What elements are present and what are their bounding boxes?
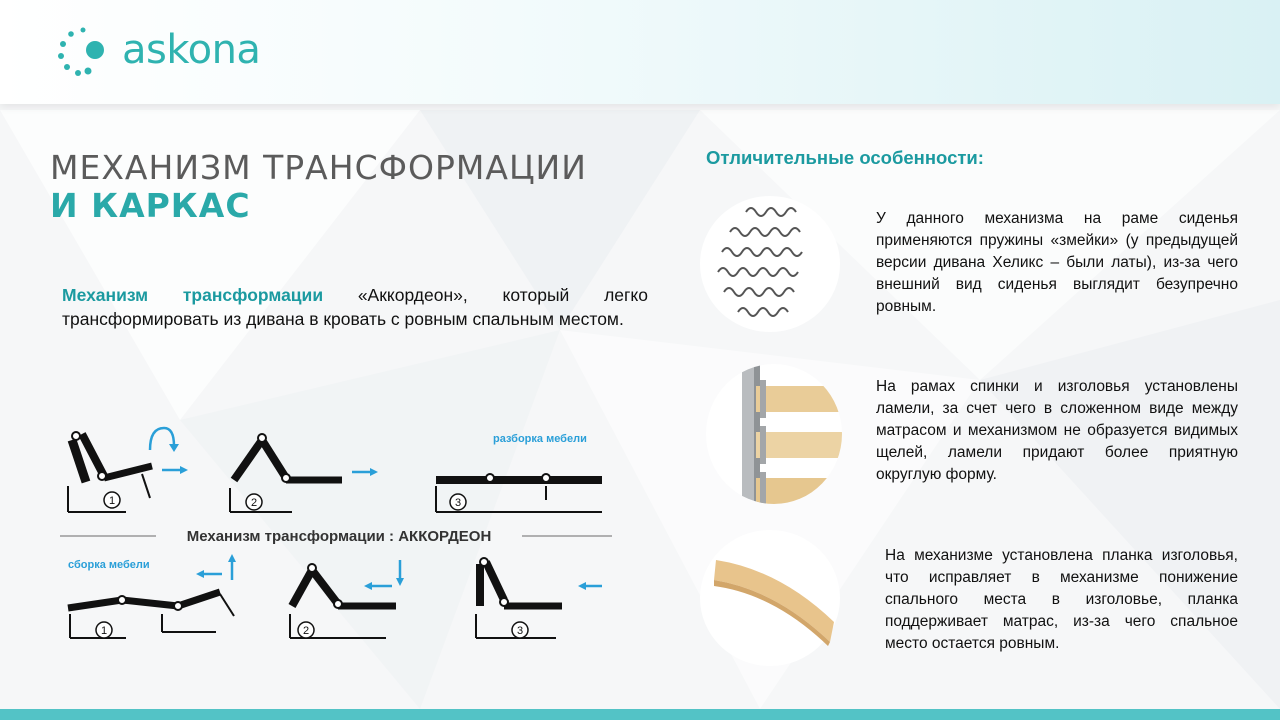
- brand-logo: askona: [56, 26, 296, 78]
- diagram-label-fold: сборка мебели: [68, 559, 150, 571]
- diagram-step-bottom-1: [67, 588, 235, 639]
- diagram-step-bottom-3: [475, 557, 562, 639]
- diagram-step-top-2-num: 2: [251, 497, 257, 509]
- diagram-step-top-3: [435, 473, 602, 513]
- diagram-step-bottom-3-num: 3: [517, 625, 523, 637]
- intro-text: «Аккордеон», который легко трансформиров…: [62, 285, 648, 329]
- feature-text-1: У данного механизма на раме сиденья прим…: [876, 210, 1238, 315]
- diagram-step-top-2: [229, 433, 342, 513]
- footer-bar: [0, 709, 1280, 720]
- features-title: Отличительные особенности:: [706, 147, 984, 168]
- diagram-step-top-1-num: 1: [109, 495, 115, 507]
- logo-dots-icon: [58, 27, 104, 76]
- diagram-step-bottom-2-num: 2: [303, 625, 309, 637]
- diagram-step-top-3-num: 3: [455, 497, 461, 509]
- headboard-plank-icon: [700, 530, 840, 666]
- wooden-slats-icon: [706, 364, 842, 504]
- page-title-line2: И КАРКАС: [50, 186, 251, 225]
- diagram-label-unfold: разборка мебели: [493, 433, 587, 445]
- diagram-title: Механизм трансформации : АККОРДЕОН: [187, 528, 492, 545]
- arrow-up-curve-icon: [148, 426, 176, 451]
- feature-text-3: На механизме установлена планка изголовь…: [885, 547, 1238, 652]
- arrow-head-icon: [169, 444, 179, 452]
- page-title-line1: МЕХАНИЗМ ТРАНСФОРМАЦИИ: [50, 148, 587, 187]
- header-bar: askona: [0, 0, 1280, 104]
- diagram-step-top-1: [67, 431, 153, 513]
- diagram-step-bottom-1-num: 1: [101, 625, 107, 637]
- spring-snake-icon: [700, 196, 840, 332]
- intro-accent: Механизм трансформации: [62, 285, 324, 305]
- diagram-step-top-1-badge: [103, 491, 121, 509]
- intro-paragraph: Механизм трансформации «Аккордеон», кото…: [62, 283, 648, 331]
- diagram-step-bottom-2: [288, 563, 396, 639]
- brand-name: askona: [122, 27, 261, 73]
- accordion-mechanism-diagram: разборка мебели 1 2 3 Механиз: [60, 426, 612, 639]
- feature-text-2: На рамах спинки и изголовья установлены …: [876, 378, 1238, 483]
